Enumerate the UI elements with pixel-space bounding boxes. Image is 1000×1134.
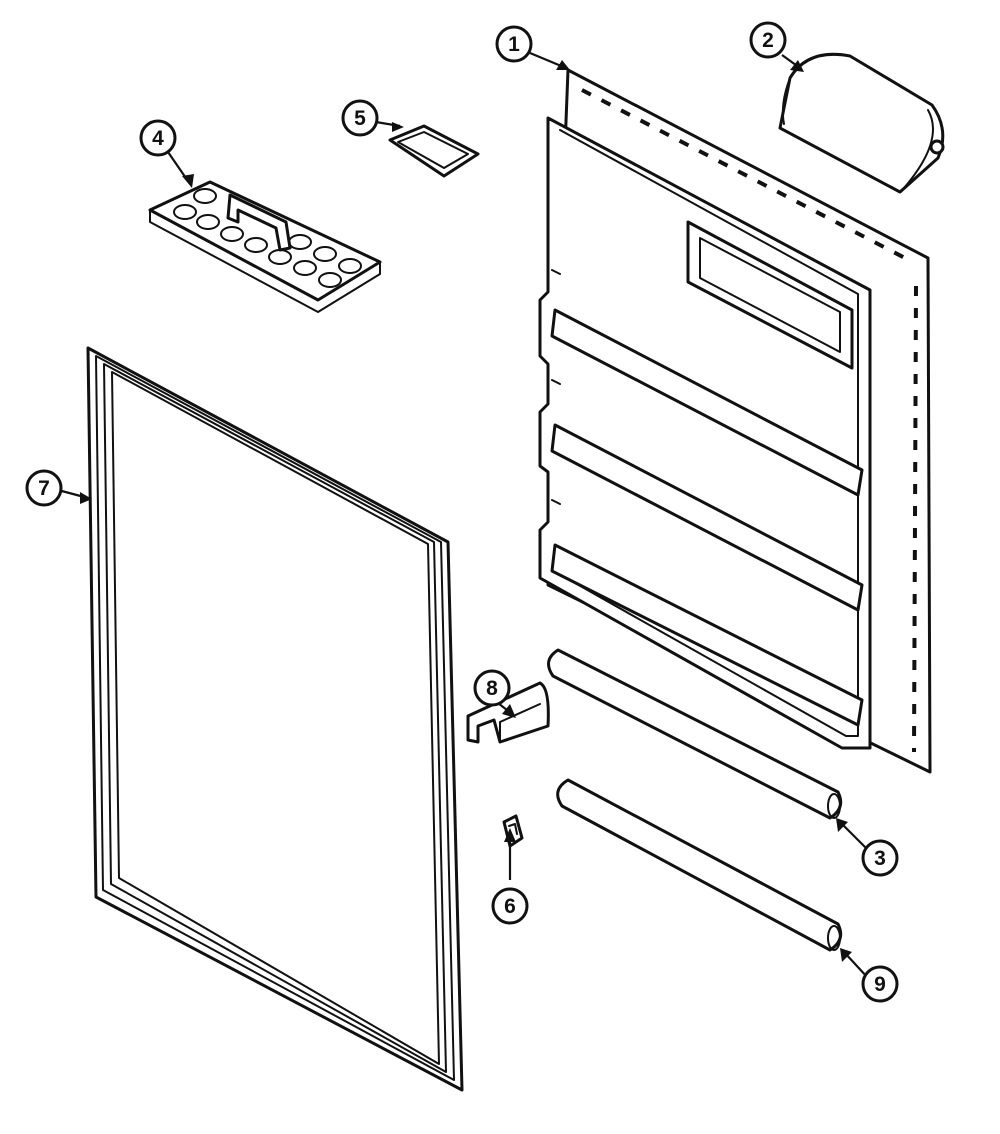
callout-4-label: 4	[152, 127, 164, 150]
callout-8: 8	[473, 669, 511, 707]
part-9-door-bar	[556, 778, 843, 952]
part-1-door-liner	[538, 68, 932, 774]
callout-5: 5	[341, 99, 379, 137]
callout-7: 7	[25, 469, 63, 507]
callout-1: 1	[495, 25, 533, 63]
callout-3: 3	[861, 839, 899, 877]
leader-lines	[57, 51, 869, 979]
part-4-egg-tray	[148, 180, 382, 313]
callout-6-label: 6	[504, 895, 516, 918]
callout-3-label: 3	[874, 847, 886, 870]
callout-5-label: 5	[354, 107, 366, 130]
callout-8-label: 8	[486, 677, 498, 700]
part-5-small-tray	[388, 124, 480, 178]
callout-7-label: 7	[38, 477, 50, 500]
callout-9: 9	[861, 965, 899, 1003]
callout-9-label: 9	[874, 973, 886, 996]
callout-2-label: 2	[762, 29, 774, 52]
part-7-door-gasket	[86, 346, 464, 1092]
callout-1-label: 1	[508, 33, 520, 56]
part-2-dairy-door	[778, 52, 945, 194]
callout-6: 6	[491, 887, 529, 925]
callout-2: 2	[749, 21, 787, 59]
callout-4: 4	[139, 119, 177, 157]
part-3-door-bar	[547, 648, 843, 820]
